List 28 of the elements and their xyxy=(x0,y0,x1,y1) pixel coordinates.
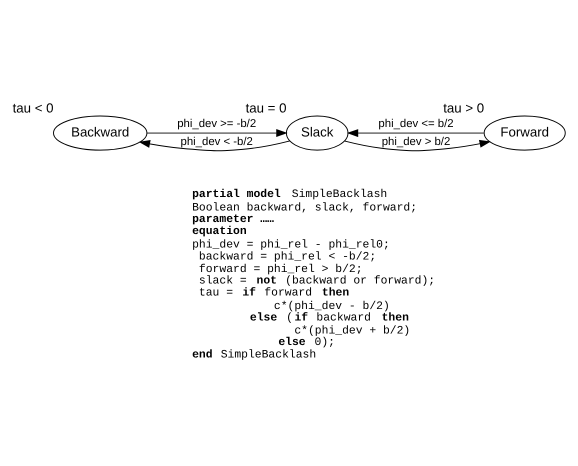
label: parameter …… xyxy=(192,213,274,226)
label: else (if backward then xyxy=(250,312,409,324)
label: end SimpleBacklash xyxy=(192,348,316,361)
label: slack = not (backward or forward); xyxy=(198,274,436,287)
label: backward = phi_rel < -b/2; xyxy=(198,251,376,264)
label: tau = if forward then xyxy=(198,287,350,300)
label: c*(phi_dev - b/2) xyxy=(274,300,390,312)
node-label: tau < 0 xyxy=(12,100,54,115)
edge-label: phi_dev > b/2 xyxy=(382,136,450,148)
node-label: tau > 0 xyxy=(443,100,484,115)
arrow xyxy=(146,128,288,137)
arrow xyxy=(346,128,484,137)
node-ellipse: Backward xyxy=(53,115,148,150)
label: equation xyxy=(192,226,247,238)
node-label: tau = 0 xyxy=(246,100,286,115)
arrow xyxy=(344,139,491,151)
label: phi_dev = phi_rel - phi_rel0; xyxy=(192,238,390,251)
label: forward = phi_rel > b/2; xyxy=(198,263,363,276)
node-ellipse: Slack xyxy=(286,115,348,150)
label: partial model SimpleBacklash xyxy=(192,188,388,201)
edge-label: phi_dev < -b/2 xyxy=(180,136,253,148)
node-ellipse: Forward xyxy=(484,115,566,150)
arrow xyxy=(138,140,290,151)
label: c*(phi_dev + b/2) xyxy=(294,325,410,338)
label: else 0); xyxy=(278,336,335,348)
edge-label: phi_dev <= b/2 xyxy=(378,117,454,130)
edge-label: phi_dev >= -b/2 xyxy=(177,117,256,130)
label: Boolean backward, slack, forward; xyxy=(192,202,418,214)
